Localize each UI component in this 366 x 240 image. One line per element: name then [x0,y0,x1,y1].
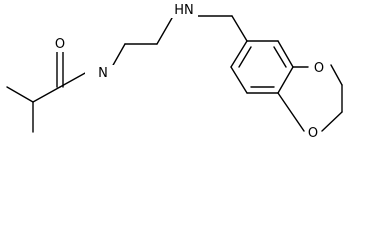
bond-methyl-top [6,86,34,103]
ring-bond-2 [277,40,294,68]
bond-ch2-nh [156,17,173,45]
atom-amine-nh: HN [174,3,194,18]
ring-bond-5 [230,66,248,94]
ring-double-1 [238,46,252,68]
atom-oxygen-carbonyl: O [55,37,65,52]
atom-amide-nh: N [98,66,108,81]
atom-oxygen-ring-top: O [314,61,324,76]
bond-ch-carbonyl [32,86,61,103]
structure-diagram: O N HN O O [6,2,343,141]
ring-bond-6 [230,40,248,68]
bond-c-n-amide [59,71,88,88]
atom-oxygen-ring-bottom: O [308,126,318,141]
bond-ch2-ring [231,15,248,42]
bond-n-ch2 [111,43,126,68]
bond-o-bottom-ring [277,92,305,132]
ring-bond-3 [277,66,294,94]
bond-o-top-ch2 [330,64,343,86]
ring-double-3 [273,46,287,68]
bond-ch2-o-bottom [321,111,343,132]
